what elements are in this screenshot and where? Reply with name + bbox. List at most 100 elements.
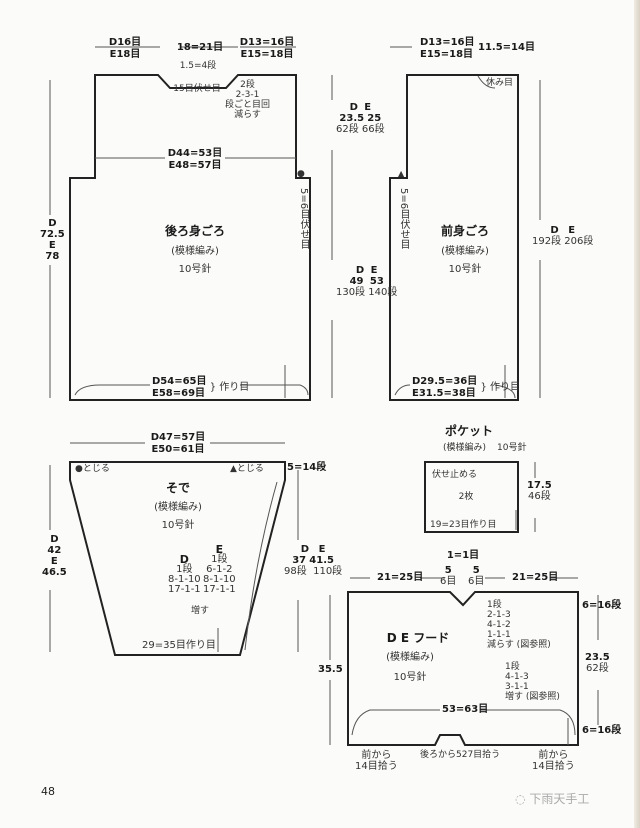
back-body-outline — [69, 74, 311, 401]
front-rest-width: 11.5=14目 — [478, 42, 535, 53]
side-right-sts: 6目 — [468, 576, 485, 587]
pocket-needle: 10号針 — [497, 443, 527, 453]
front-shoulder-width: D13=16目 E15=18目 — [420, 37, 475, 61]
increase-line: 1段 — [505, 662, 520, 672]
e-label: E — [568, 225, 576, 236]
sleeve-left-mark: ●とじる — [75, 464, 110, 474]
pickup-line: 14目拾う — [355, 761, 398, 772]
hood-outline — [347, 591, 579, 746]
pocket-height: 17.5 46段 — [527, 480, 552, 502]
e-value: 46.5 — [42, 567, 67, 578]
front-body-height: D E 192段 206段 — [532, 225, 593, 247]
wechat-icon: ◌ — [515, 792, 526, 806]
d-rows: 62段 — [336, 124, 359, 135]
pickup-line: 前から — [361, 750, 392, 761]
back-neck-decrease: 2段 2-3-1 段ごと目回 減らす — [225, 80, 270, 120]
sleeve-pattern: (模様編み) — [154, 502, 202, 513]
hood-side-right: 5 6目 — [468, 565, 484, 587]
sleeve-increase-e: E 1段 6-1-2 8-1-10 17-1-1 — [203, 544, 236, 595]
d-label: D — [50, 534, 59, 545]
pickup-line: 14目拾う — [532, 761, 575, 772]
decrease-line: 2-1-3 — [487, 610, 511, 620]
back-armhole-mark: ● — [297, 169, 305, 179]
front-body-pattern: (模様編み) — [441, 246, 489, 257]
hood-height: 35.5 — [318, 664, 343, 675]
back-armhole-height: D E 23.5 25 62段 66段 — [336, 102, 385, 135]
sleeve-top-d: D47=57目 — [150, 432, 206, 443]
neck-decrease-line: 減らす — [234, 110, 261, 120]
cast-on-label: 作り目 — [219, 382, 250, 393]
pocket-title: ポケット — [445, 424, 494, 438]
d-cm: 37 — [292, 555, 307, 566]
watermark: ◌ 下雨天手工 — [515, 793, 589, 805]
side-right-cm: 5 — [472, 565, 480, 576]
hood-side-left: 5 6目 — [440, 565, 456, 587]
cast-on-e: E58=69目 — [152, 388, 206, 399]
d-label: D — [550, 225, 559, 236]
increase-row: 6-1-2 — [206, 564, 233, 575]
cast-on-d: D54=65目 — [152, 376, 207, 387]
sleeve-top-width: D47=57目 E50=61目 — [151, 432, 206, 456]
hood-center-top: 1=1目 — [446, 550, 480, 561]
sleeve-outline — [69, 461, 286, 656]
pocket-count: 2枚 — [458, 492, 474, 502]
d-rows: 130段 — [336, 287, 366, 298]
hood-decrease: 1段 2-1-3 4-1-2 1-1-1 減らす (図参照) — [487, 600, 551, 650]
hood-right-top-rows: 6=16段 — [582, 600, 622, 611]
e-rows: 206段 — [564, 236, 594, 247]
page-number: 48 — [41, 785, 55, 798]
decrease-line: 減らす (図参照) — [487, 640, 551, 650]
increase-row: 1段 — [211, 554, 228, 565]
d-rows: 98段 — [284, 566, 307, 577]
hood-top-right-width: 21=25目 — [512, 572, 559, 583]
e-rows: 66段 — [361, 124, 385, 135]
front-body-title: 前身ごろ — [440, 224, 490, 238]
sleeve-side-height: D E 37 41.5 98段 110段 — [284, 544, 342, 577]
pocket-height-cm: 17.5 — [527, 480, 552, 491]
decrease-line: 1段 — [487, 600, 502, 610]
right-mid-cm: 23.5 — [585, 652, 610, 663]
e-label: E — [48, 240, 56, 251]
hood-pickup-left: 前から 14目拾う — [355, 750, 398, 772]
hood-bottom-width: 53=63目 — [442, 704, 489, 715]
d-cm: 49 — [349, 276, 364, 287]
cast-on-e: E31.5=38目 — [412, 388, 476, 399]
back-top-left-width: D16目 E18目 — [109, 37, 141, 61]
d-label: D — [355, 265, 365, 276]
watermark-text: 下雨天手工 — [529, 792, 590, 806]
d-rows: 192段 — [532, 236, 562, 247]
front-cast-on: D29.5=36目 E31.5=38目 } 作り目 — [412, 376, 521, 399]
increase-line: 増す (図参照) — [505, 692, 560, 702]
back-armhole-bindoff: 5=6目伏せ目 — [298, 188, 309, 250]
sleeve-needle: 10号針 — [161, 520, 195, 531]
sleeve-title: そで — [165, 481, 191, 495]
hood-pattern: (模様編み) — [386, 652, 434, 663]
back-neck-bindoff: 15目伏せ目 — [173, 84, 221, 94]
hood-top-left-width: 21=25目 — [377, 572, 424, 583]
pocket-outline — [424, 461, 519, 533]
back-top-left-d: D16目 — [108, 37, 142, 48]
back-total-height: D 72.5 E 78 — [40, 218, 65, 262]
back-top-right-width: D13=16目 E15=18目 — [240, 37, 295, 61]
d-label: D — [300, 544, 310, 555]
back-body-pattern: (模様編み) — [171, 246, 219, 257]
front-body-outline — [389, 74, 519, 401]
neck-decrease-line: 2-3-1 — [235, 90, 260, 100]
back-chest-d: D44=53目 — [167, 148, 223, 159]
pocket-pattern: (模様編み) — [443, 443, 487, 453]
side-left-sts: 6目 — [440, 576, 457, 587]
e-rows: 140段 — [368, 287, 398, 298]
e-label: E — [50, 556, 58, 567]
back-neck-depth: 1.5=4段 — [179, 61, 217, 71]
hood-pickup-back: 後ろから527目拾う — [420, 750, 501, 760]
right-mid-rows: 62段 — [585, 663, 609, 674]
increase-line: 3-1-1 — [505, 682, 529, 692]
sleeve-total-height: D 42 E 46.5 — [42, 534, 67, 578]
sleeve-increase-label: 増す — [190, 606, 210, 616]
cast-on-d: D29.5=36目 — [412, 376, 478, 387]
d-value: 42 — [47, 545, 62, 556]
increase-row: 17-1-1 — [168, 584, 201, 595]
back-neck-width: 18=21目 — [176, 42, 224, 53]
increase-row: 17-1-1 — [203, 584, 236, 595]
d-cm: 23.5 — [339, 113, 365, 124]
